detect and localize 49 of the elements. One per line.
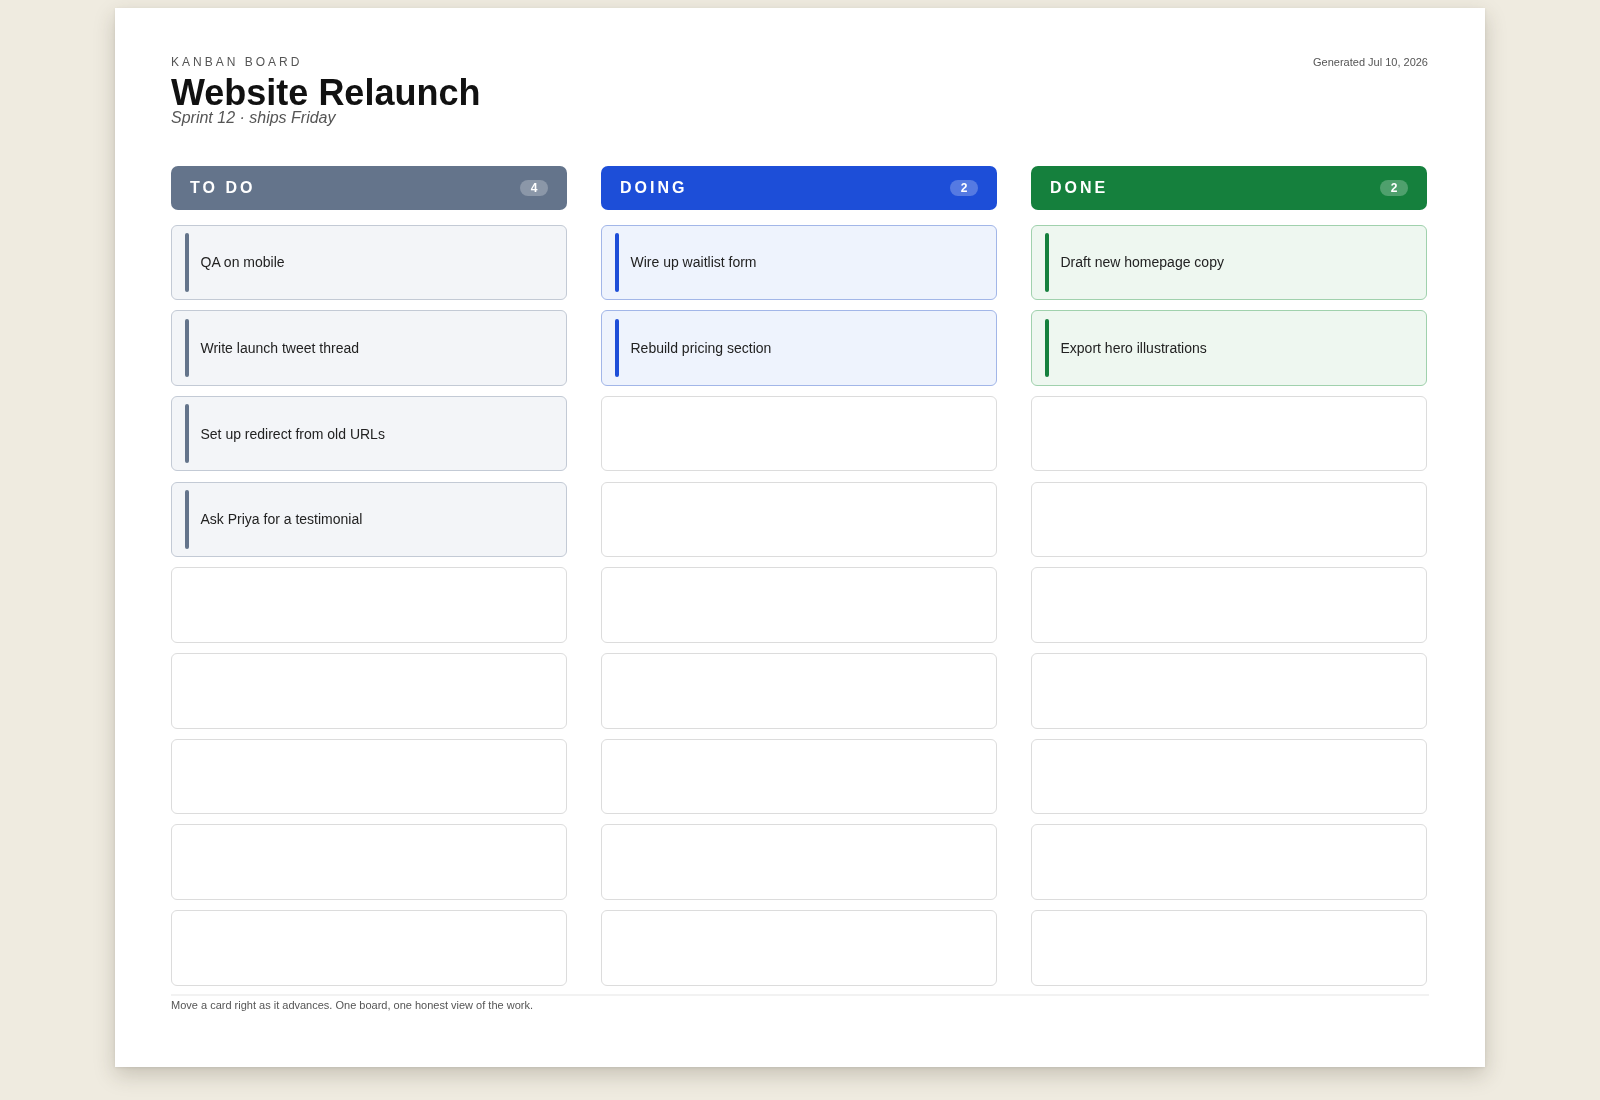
empty-card-slot [1031,738,1427,815]
task-card [171,310,567,386]
task-card [171,395,567,472]
column-title: DONE [1050,179,1109,197]
task-title: Write launch tweet thread [200,339,359,357]
empty-card-slot [601,738,997,815]
empty-card-slot [1031,567,1427,643]
empty-card-slot [171,738,567,815]
board-title: Website Relaunch [171,74,481,111]
task-card [1031,224,1427,300]
empty-card-slot [601,910,997,986]
column-title: TO DO [190,179,256,197]
empty-card-slot [601,567,997,643]
task-count: 4 [520,180,548,196]
column-header [171,166,567,210]
task-count: 2 [1380,180,1408,196]
task-count: 2 [950,180,978,196]
task-card [1031,310,1427,386]
empty-card-slot [171,567,567,643]
column-header [1031,166,1427,210]
task-title: Export hero illustrations [1060,339,1207,357]
empty-card-slot [1031,653,1427,729]
empty-card-slot [1031,824,1427,900]
task-title: Draft new homepage copy [1060,253,1224,271]
empty-card-slot [171,653,567,729]
empty-card-slot [601,395,997,472]
empty-card-slot [601,653,997,729]
task-title: Ask Priya for a testimonial [200,510,363,528]
empty-card-slot [1031,481,1427,558]
task-title: Wire up waitlist form [630,253,757,271]
empty-card-slot [601,481,997,558]
task-card [171,224,567,300]
task-card [601,310,997,386]
empty-card-slot [1031,395,1427,472]
task-title: Rebuild pricing section [630,339,772,357]
task-card [171,481,567,558]
task-title: Set up redirect from old URLs [200,425,385,443]
column-title: DOING [620,179,688,197]
empty-card-slot [171,910,567,986]
task-title: QA on mobile [200,253,285,271]
board-subtitle: Sprint 12 · ships Friday [171,109,336,127]
column-header [601,166,997,210]
generated-date: Generated Jul 10, 2026 [1313,55,1428,69]
empty-card-slot [1031,910,1427,986]
empty-card-slot [601,824,997,900]
footer-note: Move a card right as it advances. One board, one honest view of the work. [171,998,533,1012]
board-kicker: KANBAN BOARD [171,55,303,69]
empty-card-slot [171,824,567,900]
task-card [601,224,997,300]
